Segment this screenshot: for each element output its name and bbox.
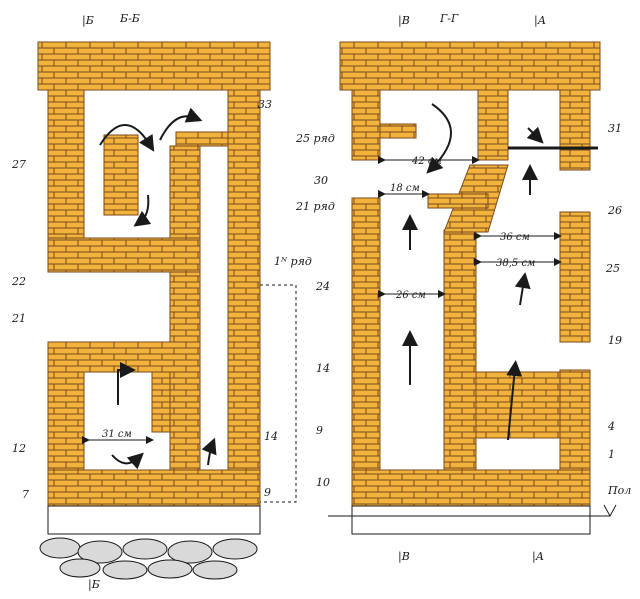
left-section (37, 41, 297, 580)
cut-mark-right-bottom-right: |А (532, 550, 544, 564)
cut-mark-left-bottom: |Б (88, 578, 100, 592)
num-25: 25 (605, 262, 620, 275)
right-section (328, 41, 617, 535)
floor-label: Пол (607, 484, 631, 497)
right-firebox-band (475, 371, 561, 439)
right-upper-shelf (379, 123, 417, 139)
left-band (47, 237, 201, 273)
num-22: 22 (11, 275, 26, 288)
num-21: 21 (11, 312, 26, 325)
left-center-column (169, 145, 201, 487)
flow-arrow (159, 107, 203, 141)
flow-arrow (111, 452, 144, 470)
num-1: 1 (608, 448, 615, 461)
cut-mark-left-top: |Б (82, 14, 94, 28)
num-9: 9 (264, 486, 271, 499)
left-right-wall (227, 89, 261, 491)
row-1-leader (260, 284, 297, 503)
cut-mark-right-bottom-left: |В (398, 550, 410, 564)
num-14: 14 (264, 430, 278, 443)
flow-arrow (526, 126, 544, 144)
num-14-right: 14 (316, 362, 330, 375)
right-outer-wall-low (559, 369, 591, 471)
cut-mark-right-top-right: |А (534, 14, 546, 28)
right-base (351, 469, 591, 507)
flow-arrow (99, 124, 155, 152)
num-26: 26 (607, 204, 622, 217)
right-outer-wall-top (559, 89, 591, 171)
flow-arrow (117, 362, 136, 405)
num-19: 19 (608, 334, 622, 347)
right-shelf-18 (427, 193, 489, 209)
num-7: 7 (22, 488, 29, 501)
cut-mark-right-top-left: |В (398, 14, 410, 28)
right-column-upper (477, 89, 509, 161)
dim-36-label: 36 см (500, 232, 530, 243)
flow-arrow (133, 194, 152, 227)
num-31: 31 (608, 122, 622, 135)
left-lower-band (47, 341, 201, 373)
num-10: 10 (316, 476, 330, 489)
num-27: 27 (11, 158, 26, 171)
num-33: 33 (258, 98, 272, 111)
right-floor-slab (351, 505, 591, 535)
num-12: 12 (12, 442, 26, 455)
right-cap (339, 41, 601, 91)
left-cap (37, 41, 271, 91)
left-shelf-33 (175, 131, 229, 147)
left-labels: Б-Б |Б |Б 31 см 1ᴺ ряд 33 27 22 21 12 7 … (11, 12, 312, 592)
dim-18-label: 18 см (390, 183, 420, 194)
num-24: 24 (315, 280, 330, 293)
left-firebox-wall (151, 371, 171, 433)
dim-385-label: 38,5 см (496, 258, 535, 269)
title-right: Г-Г (439, 12, 459, 25)
dim-26-label: 26 см (395, 290, 426, 301)
dim-42-label: 42 см (411, 156, 442, 167)
foundation-stones (39, 537, 258, 580)
left-base (47, 469, 261, 507)
right-outer-wall-mid (559, 211, 591, 343)
flow-arrow (514, 272, 531, 306)
title-left: Б-Б (119, 12, 140, 25)
left-upper-left-wall (47, 89, 85, 241)
left-foundation-slab (47, 505, 261, 535)
flow-arrow (506, 360, 523, 441)
right-column-lower (443, 229, 477, 481)
num-9-right: 9 (316, 424, 323, 437)
row-25-label: 25 ряд (295, 132, 335, 145)
flow-arrow (201, 437, 217, 466)
floor-marker (603, 504, 617, 518)
row-1-label: 1ᴺ ряд (274, 255, 312, 268)
right-left-wall (351, 197, 381, 471)
right-left-wall-top (351, 89, 381, 161)
right-labels: Г-Г |В |А |В |А 42 см 18 см 36 см 38,5 с… (295, 12, 631, 564)
num-4: 4 (607, 420, 615, 433)
dim-31-label: 31 см (102, 429, 132, 440)
num-30: 30 (314, 174, 328, 187)
row-21-label: 21 ряд (295, 200, 335, 213)
left-divider-27 (103, 134, 139, 216)
